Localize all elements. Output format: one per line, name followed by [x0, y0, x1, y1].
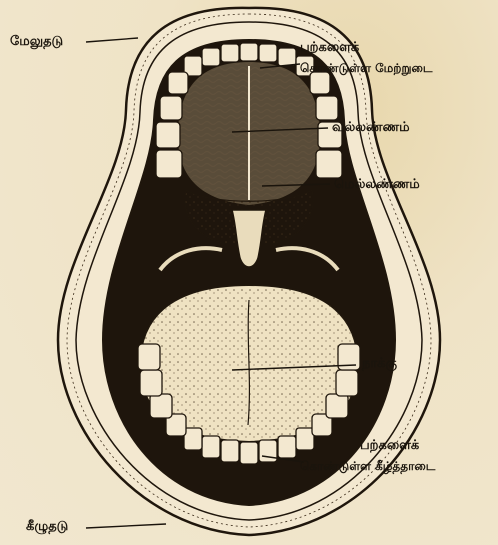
- label-lower-teeth-line2: கொண்டுள்ள கீழ்த்தாடை: [300, 458, 435, 474]
- label-lower-teeth-line1: பற்களைக்: [360, 438, 419, 454]
- label-upper-teeth-line2: கொண்டுள்ள மேற்றுடை: [300, 60, 432, 76]
- label-tongue: நாக்கு: [362, 356, 397, 372]
- label-upper-teeth-line1: பற்களைக்: [300, 40, 359, 56]
- label-hard-palate: வல்லண்ணம்: [332, 120, 410, 136]
- label-upper-lip: மேலுதடு: [10, 34, 63, 50]
- label-soft-palate: மெல்லண்ணம்: [334, 177, 420, 193]
- label-lower-lip: கீழுதடு: [26, 519, 68, 535]
